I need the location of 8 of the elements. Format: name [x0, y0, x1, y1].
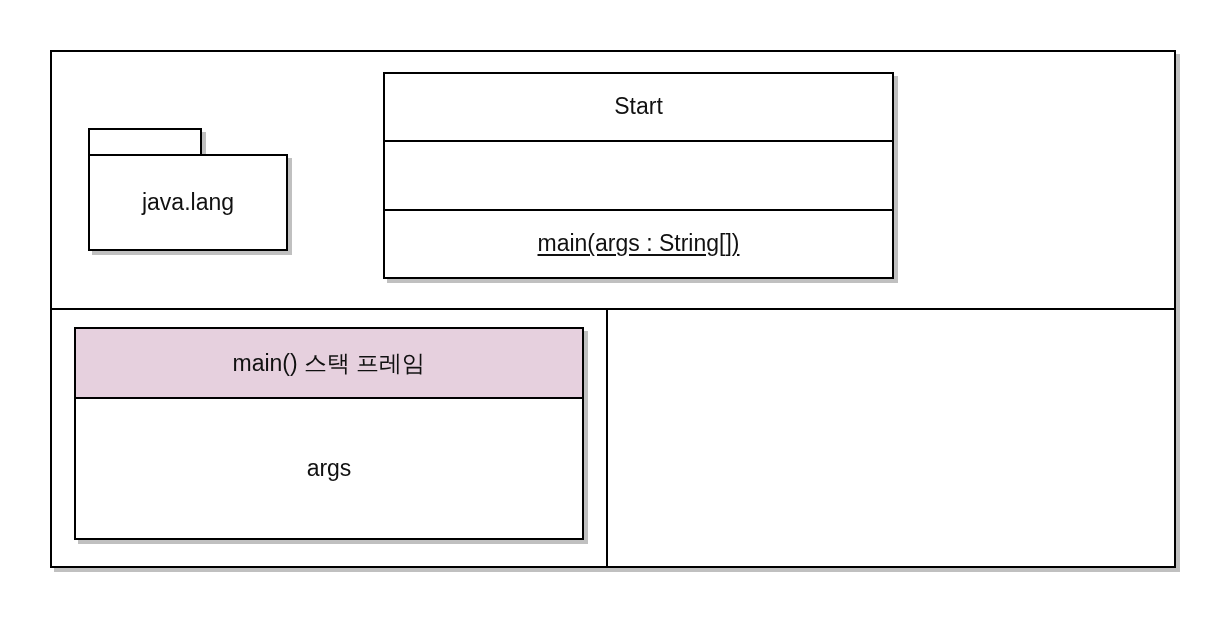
variable-name: args — [306, 454, 352, 483]
bottom-right-section — [606, 308, 1176, 568]
bottom-left-section — [50, 308, 608, 568]
package-name: java.lang — [141, 189, 235, 217]
frame-header: main() 스택 프레임 — [76, 329, 582, 399]
class-name: Start — [614, 93, 663, 121]
top-section — [50, 50, 1176, 310]
method-signature: main(args : String[]) — [537, 230, 740, 258]
